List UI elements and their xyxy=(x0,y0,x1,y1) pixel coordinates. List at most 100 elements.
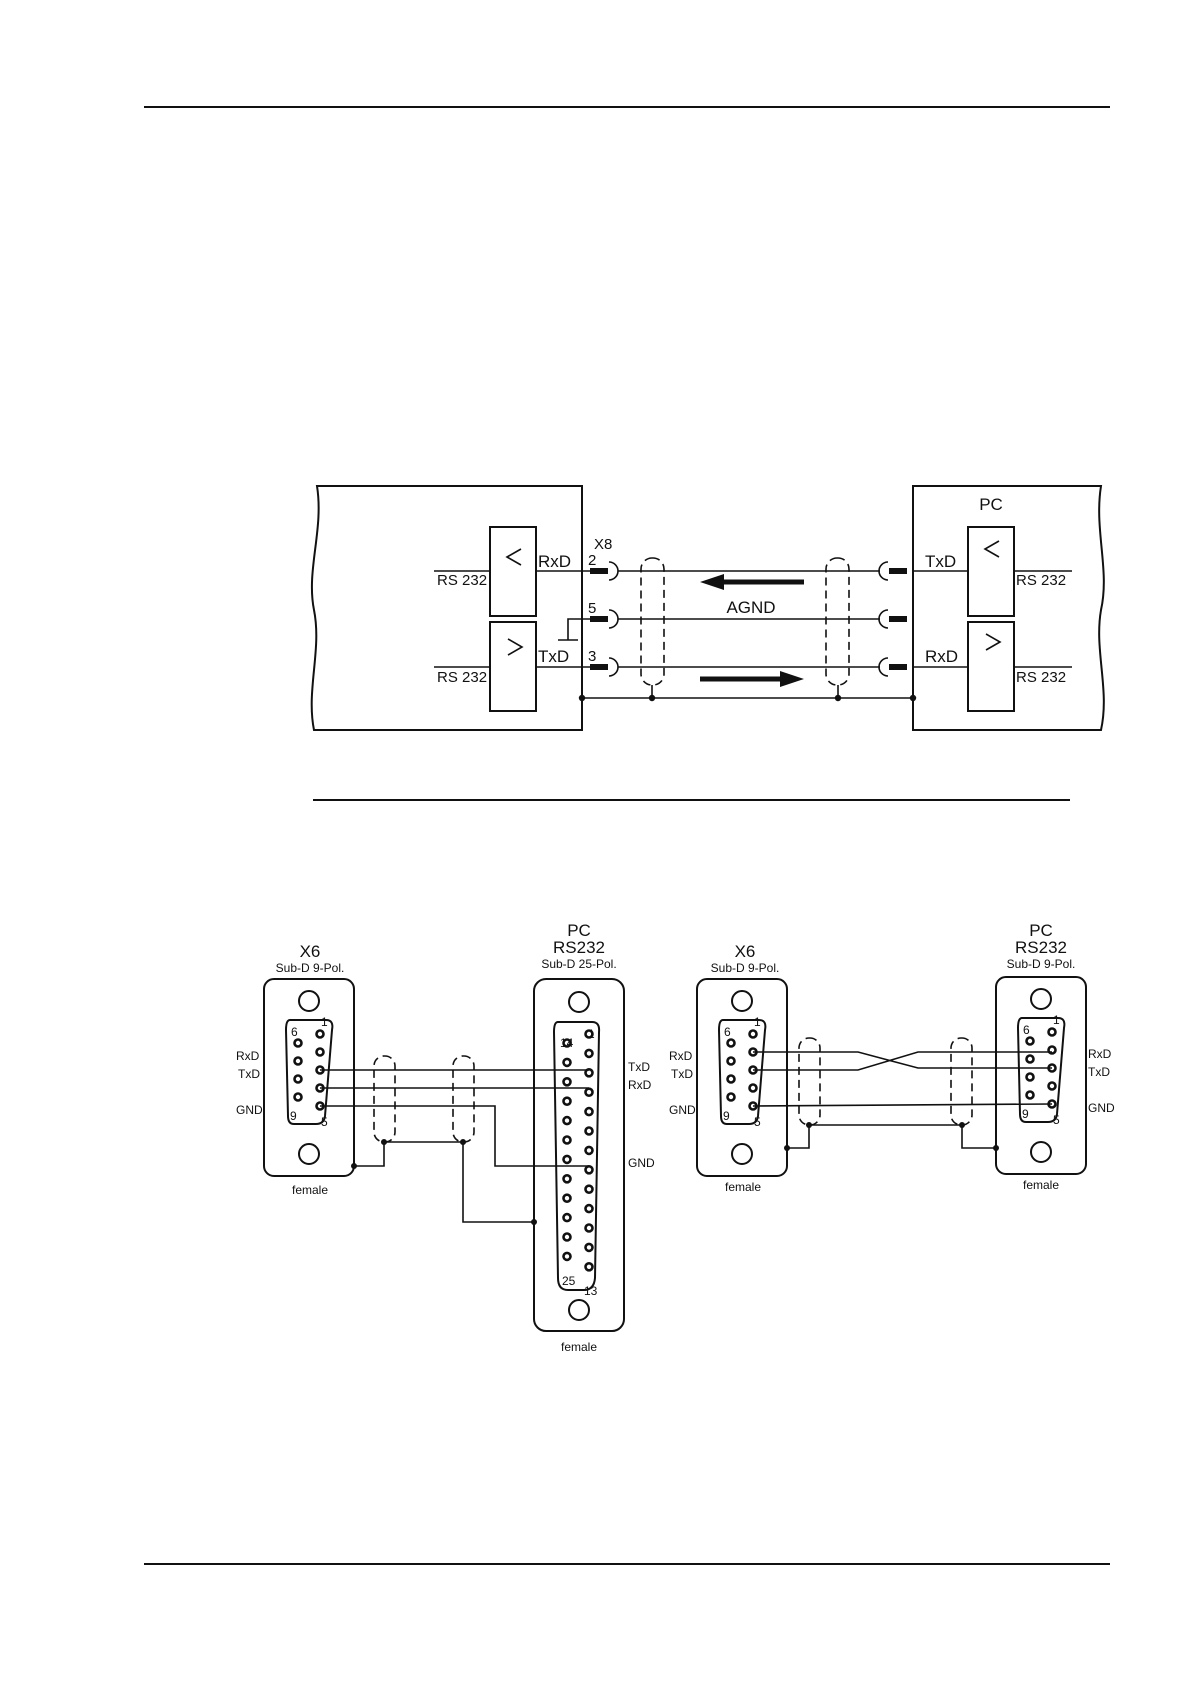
rs232-interface-diagram: PC RS 232 RxD RS 232 TxD X8 2 5 3 xyxy=(312,486,1104,730)
x6b-pin1-label: 1 xyxy=(754,1015,761,1029)
agnd-ground-wire xyxy=(568,619,590,640)
x6b-pin9-label: 9 xyxy=(723,1109,730,1123)
pc25-gnd-label: GND xyxy=(628,1156,655,1170)
cable-9-25-shield-left xyxy=(374,1056,395,1142)
pc9-pin6-label: 6 xyxy=(1023,1023,1030,1037)
drive-txd-label: TxD xyxy=(538,647,569,666)
x6-pin1-label: 1 xyxy=(321,1015,328,1029)
pc-triangle-icon-b xyxy=(986,634,1000,650)
cable-9-9-shield-left xyxy=(799,1038,820,1125)
x6-gender-label: female xyxy=(292,1183,328,1197)
arrow-right-icon xyxy=(700,671,804,687)
x6-gnd-label: GND xyxy=(236,1103,263,1117)
pc25-pin xyxy=(586,1244,593,1251)
x6-rxd-label: RxD xyxy=(236,1049,260,1063)
pc25-pin xyxy=(564,1175,571,1182)
pc25-pin xyxy=(586,1225,593,1232)
cable-9-to-25-diagram: X6 Sub-D 9-Pol. 6 1 9 5 RxD TxD GND fema… xyxy=(236,921,655,1354)
pc-plugs xyxy=(879,562,907,676)
cable-9-25-wires xyxy=(320,1070,589,1225)
cable-9-9-shield-right xyxy=(951,1038,972,1125)
x6-txd-label: TxD xyxy=(238,1067,260,1081)
drive-driver-block xyxy=(490,622,536,711)
x6b-rxd-label: RxD xyxy=(669,1049,693,1063)
x6b-subtitle: Sub-D 9-Pol. xyxy=(711,961,780,975)
pc-rs232-label-a: RS 232 xyxy=(1016,572,1066,589)
pc9-rxd-label: RxD xyxy=(1088,1047,1112,1061)
pc25-connector-body xyxy=(534,979,624,1331)
x6-pin6-label: 6 xyxy=(291,1025,298,1039)
x6-title: X6 xyxy=(300,942,321,961)
pc25-pins xyxy=(564,1031,593,1271)
drive-rs232-label-a: RS 232 xyxy=(437,572,487,589)
pc9-gender-label: female xyxy=(1023,1178,1059,1192)
arrow-left-icon xyxy=(700,574,804,590)
pc-driver-block xyxy=(968,527,1014,616)
pc9-pin1-label: 1 xyxy=(1053,1013,1060,1027)
drive-receiver-block xyxy=(490,527,536,616)
pc25-connector-label: Sub-D 25-Pol. xyxy=(541,957,616,971)
x6b-gender-label: female xyxy=(725,1180,761,1194)
pc25-pin14-label: 14 xyxy=(560,1036,574,1050)
cable-shield-left xyxy=(641,558,664,685)
pc-triangle-icon-a xyxy=(985,541,999,557)
x6-connector-body xyxy=(264,979,354,1176)
pc9-pin9-label: 9 xyxy=(1022,1107,1029,1121)
drive-housing xyxy=(312,486,582,730)
x6b-pin6-label: 6 xyxy=(724,1025,731,1039)
pin-2-label: 2 xyxy=(588,552,596,569)
pc25-pin xyxy=(564,1078,571,1085)
x6b-txd-label: TxD xyxy=(671,1067,693,1081)
pc25-pin xyxy=(586,1205,593,1212)
x6b-gnd-label: GND xyxy=(669,1103,696,1117)
pc25-pin xyxy=(586,1166,593,1173)
pc25-pin xyxy=(564,1137,571,1144)
pc9-connector-body xyxy=(996,977,1086,1174)
x6b-pins xyxy=(728,1031,757,1110)
pc25-pin xyxy=(586,1263,593,1270)
pc-title: PC xyxy=(979,495,1003,514)
pc25-pin xyxy=(586,1147,593,1154)
pc25-pin xyxy=(586,1108,593,1115)
pin-3-label: 3 xyxy=(588,648,596,665)
pc25-pin xyxy=(564,1234,571,1241)
pc25-subtitle: RS232 xyxy=(553,938,605,957)
pc25-pin xyxy=(564,1214,571,1221)
x6-pin9-label: 9 xyxy=(290,1109,297,1123)
x6-pins xyxy=(295,1031,324,1110)
pc-txd-label: TxD xyxy=(925,552,956,571)
pc9-gnd-label: GND xyxy=(1088,1101,1115,1115)
pc25-pin25-label: 25 xyxy=(562,1274,576,1288)
pc25-pin xyxy=(564,1117,571,1124)
driver-triangle-icon xyxy=(508,639,522,655)
pc25-pin xyxy=(586,1089,593,1096)
connector-x8-label: X8 xyxy=(594,536,612,553)
pc25-rxd-label: RxD xyxy=(628,1078,652,1092)
cable-9-to-9-diagram: X6 Sub-D 9-Pol. 6 1 9 5 RxD TxD GND fema… xyxy=(669,921,1115,1194)
pc25-pin13-label: 13 xyxy=(584,1284,598,1298)
x6b-pin5-label: 5 xyxy=(754,1115,761,1129)
pc9-txd-label: TxD xyxy=(1088,1065,1110,1079)
pc-rxd-label: RxD xyxy=(925,647,958,666)
cable-9-25-shield-right xyxy=(453,1056,474,1142)
pc25-pin xyxy=(564,1156,571,1163)
pc-receiver-block xyxy=(968,622,1014,711)
cable-shield-right xyxy=(826,558,849,685)
cable-9-9-wires xyxy=(753,1052,1052,1151)
pc25-txd-label: TxD xyxy=(628,1060,650,1074)
pc25-pin xyxy=(586,1186,593,1193)
pc9-connector-label: Sub-D 9-Pol. xyxy=(1007,957,1076,971)
x6b-title: X6 xyxy=(735,942,756,961)
pc25-gender-label: female xyxy=(561,1340,597,1354)
x6b-connector-body xyxy=(697,979,787,1176)
drive-rxd-label: RxD xyxy=(538,552,571,571)
x6-pin5-label: 5 xyxy=(321,1115,328,1129)
drive-rs232-label-b: RS 232 xyxy=(437,669,487,686)
pc25-pin xyxy=(564,1059,571,1066)
pc25-pin xyxy=(586,1050,593,1057)
agnd-label: AGND xyxy=(726,598,775,617)
x6-subtitle: Sub-D 9-Pol. xyxy=(276,961,345,975)
pc-rs232-label-b: RS 232 xyxy=(1016,669,1066,686)
pin-5-label: 5 xyxy=(588,600,596,617)
